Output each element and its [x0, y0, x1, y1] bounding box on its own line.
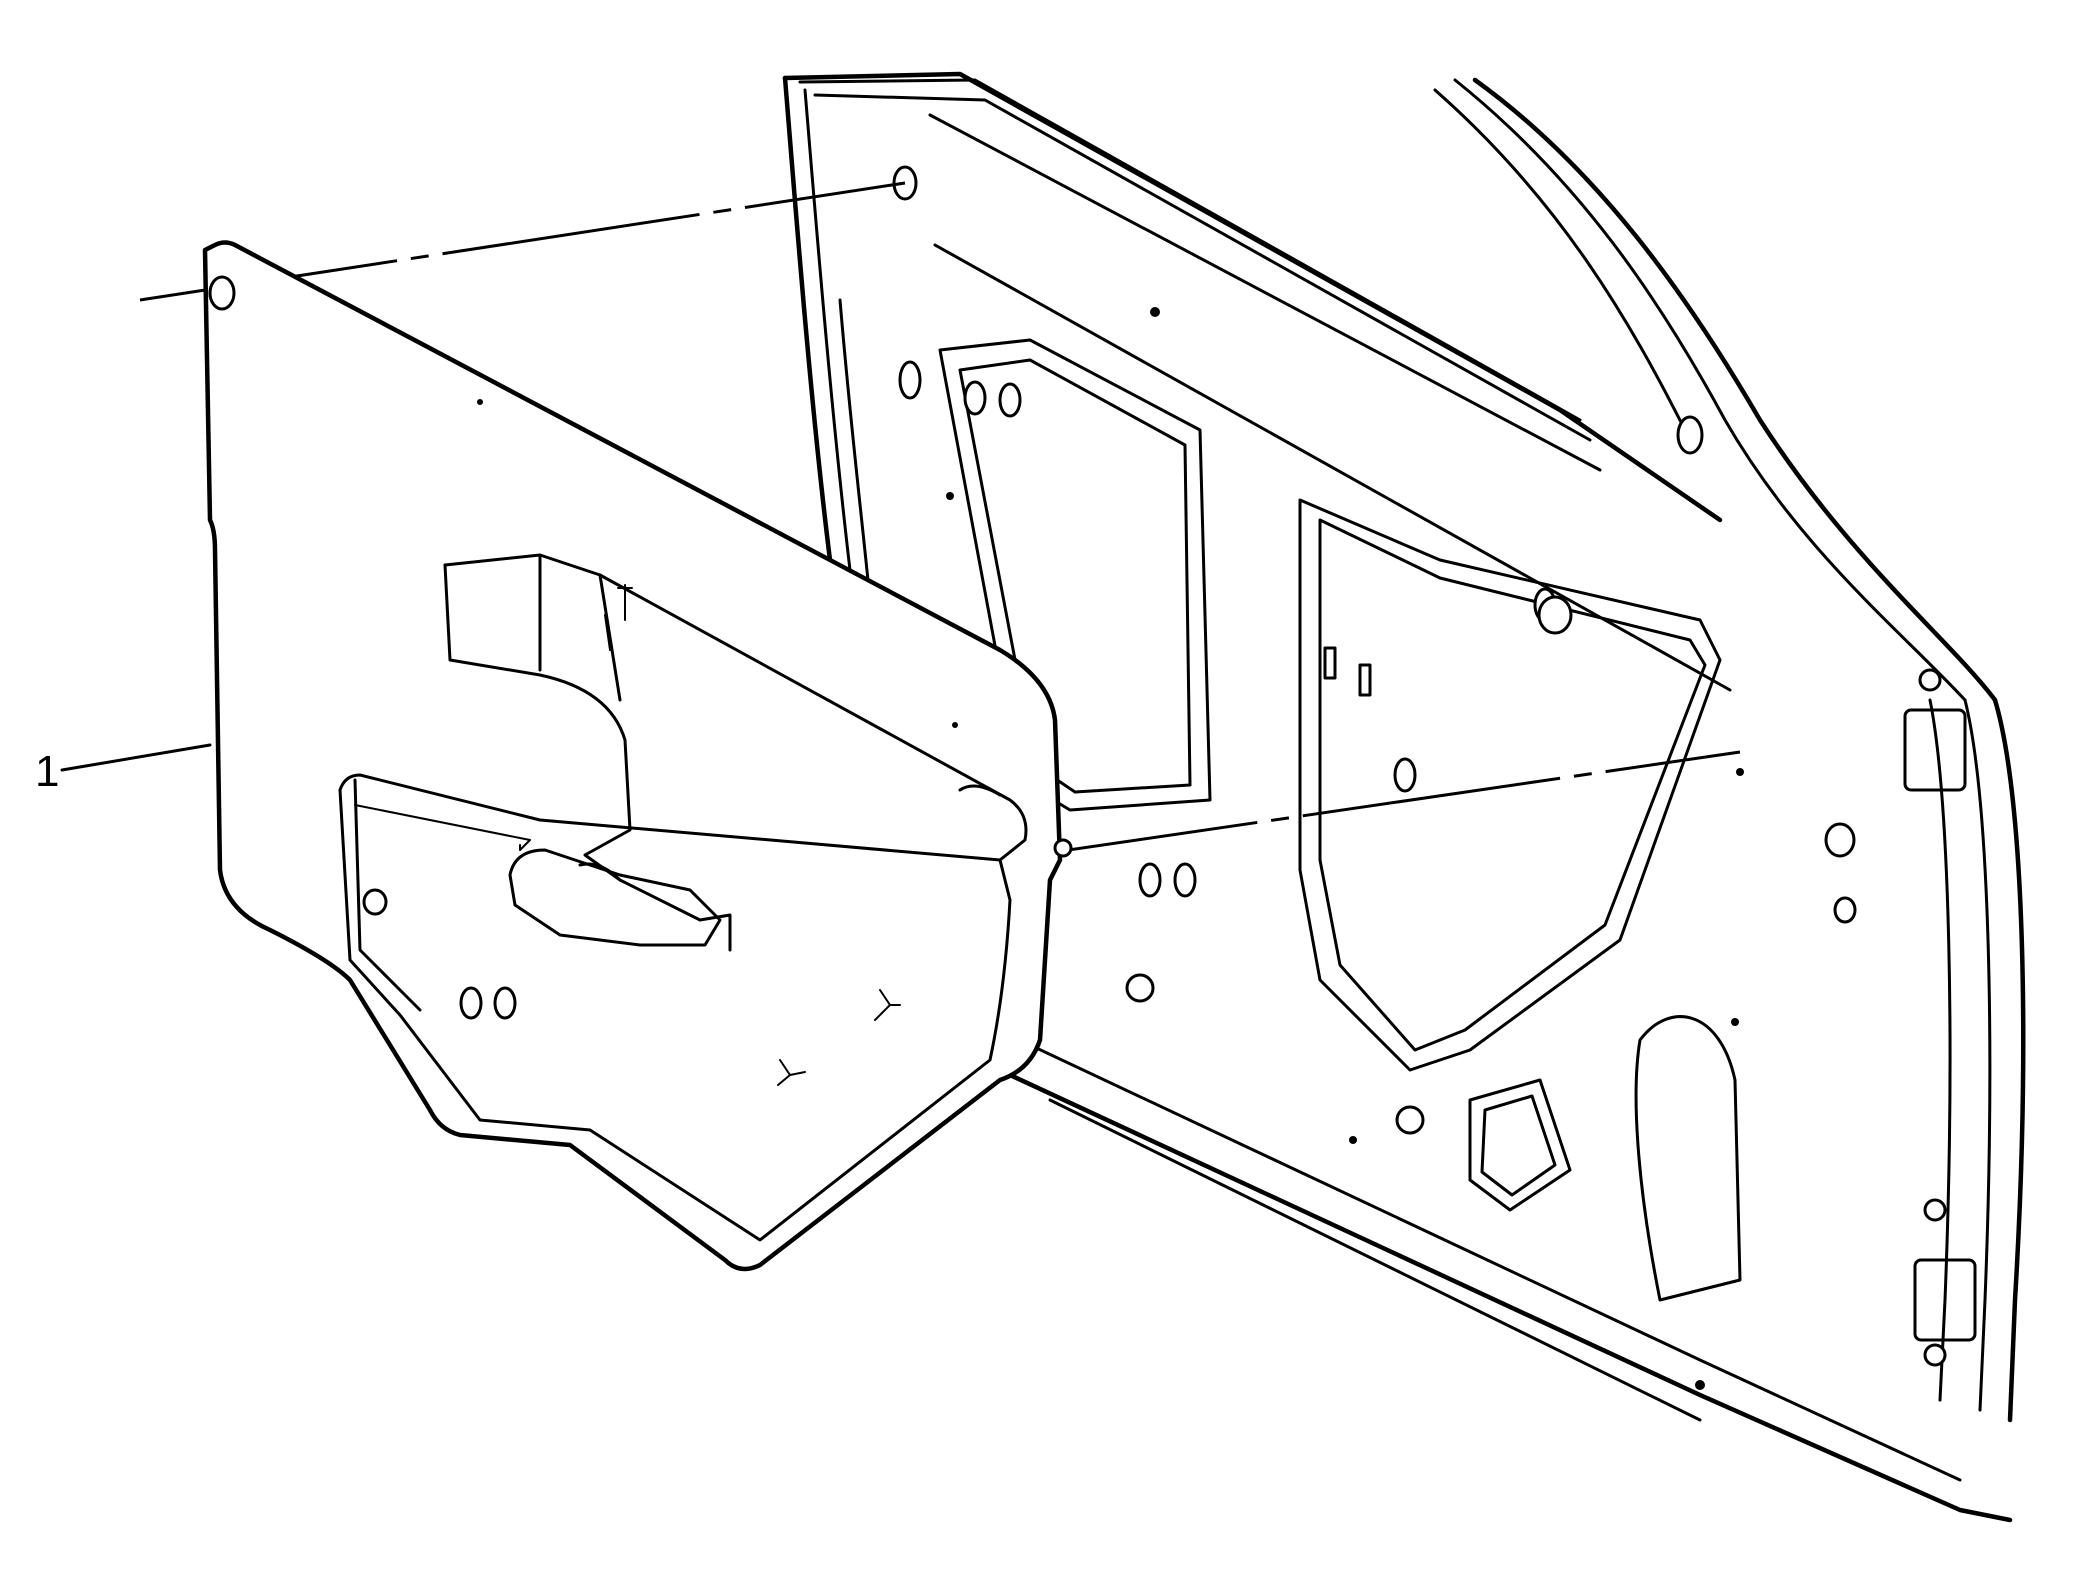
callout-1-label: 1 [35, 747, 59, 796]
water-deflector-panel [202, 240, 1073, 1272]
door-inner-frame [782, 71, 2026, 1523]
door-frame-holes [892, 165, 1857, 1390]
callout-1-leader [60, 743, 212, 772]
callout-1: 1 [35, 743, 212, 796]
